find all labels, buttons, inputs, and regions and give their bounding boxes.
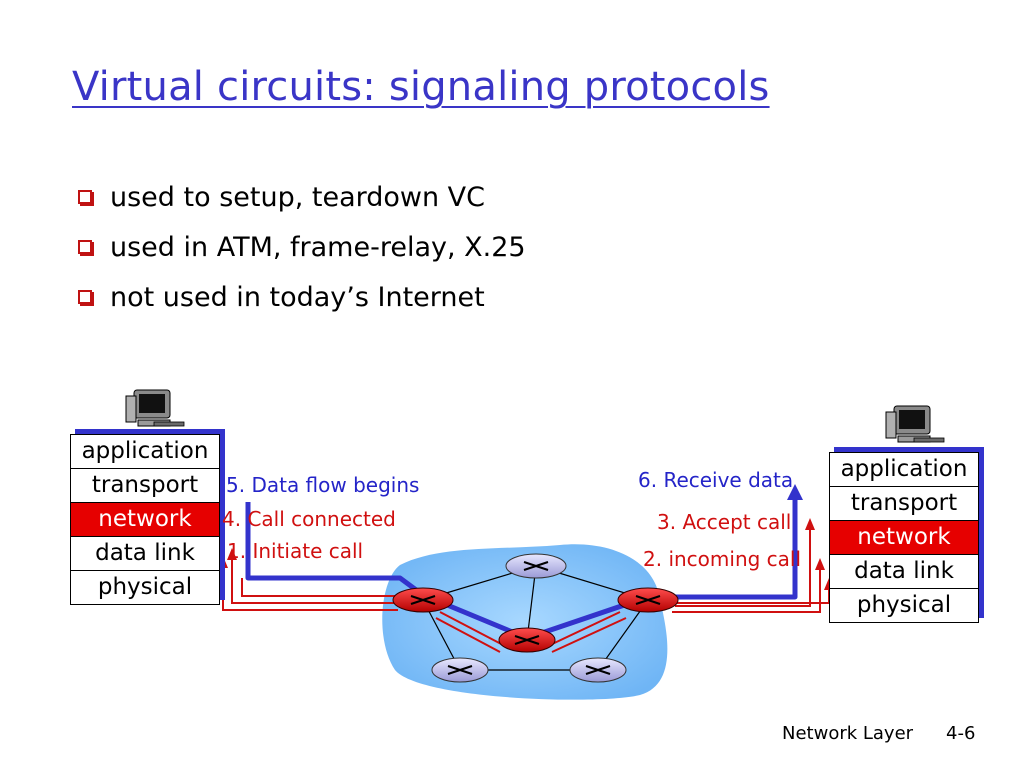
computer-icon — [885, 405, 945, 443]
router-red-center — [498, 627, 556, 653]
signaling-arrow-heads — [218, 518, 834, 590]
layer-network: network — [71, 502, 219, 536]
bullet-item: used in ATM, frame-relay, X.25 — [78, 222, 526, 272]
bullet-box-icon — [78, 290, 94, 306]
signaling-path — [222, 530, 830, 653]
bullet-text: used to setup, teardown VC — [110, 181, 486, 213]
slide-title: Virtual circuits: signaling protocols — [72, 64, 770, 110]
bullet-box-icon — [78, 190, 94, 206]
router-red-right — [617, 587, 679, 613]
bullet-box-icon — [78, 240, 94, 256]
bullet-text: not used in today’s Internet — [110, 281, 485, 313]
right-protocol-stack: application transport network data link … — [829, 452, 979, 623]
data-path — [245, 498, 798, 641]
bullet-item: not used in today’s Internet — [78, 272, 526, 322]
layer-network: network — [830, 520, 978, 554]
bullet-text: used in ATM, frame-relay, X.25 — [110, 231, 526, 263]
layer-application: application — [840, 456, 968, 482]
layer-data-link: data link — [71, 536, 219, 570]
footer-section: Network Layer — [782, 723, 914, 744]
step-5-label: 5. Data flow begins — [226, 473, 420, 497]
bullet-list: used to setup, teardown VC used in ATM, … — [78, 172, 526, 322]
layer-physical: physical — [71, 570, 219, 604]
data-arrow-head — [787, 484, 803, 500]
router-red-left — [392, 587, 454, 613]
bullet-item: used to setup, teardown VC — [78, 172, 526, 222]
left-protocol-stack: application transport network data link … — [70, 434, 220, 605]
computer-icon — [125, 389, 185, 427]
layer-application: application — [81, 438, 209, 464]
step-4-label: 4. Call connected — [222, 507, 396, 531]
step-3-label: 3. Accept call — [657, 510, 792, 534]
footer-page-number: 4-6 — [946, 723, 976, 744]
step-6-label: 6. Receive data — [638, 468, 794, 492]
router-gray-top — [505, 553, 567, 579]
layer-physical: physical — [830, 588, 978, 622]
step-2-label: 2. incoming call — [643, 547, 802, 571]
step-1-label: 1. Initiate call — [227, 539, 364, 563]
router-gray-bottom-left — [431, 657, 489, 683]
layer-data-link: data link — [830, 554, 978, 588]
router-gray-bottom-right — [569, 657, 627, 683]
layer-transport: transport — [71, 468, 219, 502]
layer-transport: transport — [830, 486, 978, 520]
